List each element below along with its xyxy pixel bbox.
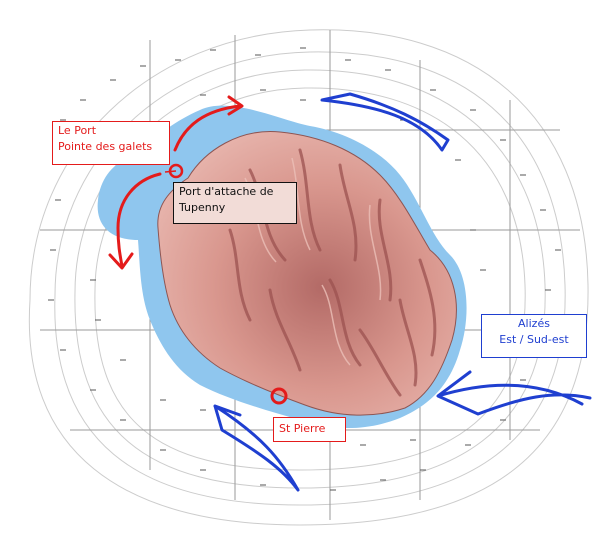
- le-port-label: Le Port Pointe des galets: [52, 121, 170, 165]
- trade-winds-label-line2: Est / Sud-est: [499, 333, 569, 346]
- route-arrow-south-icon: [116, 172, 162, 268]
- relief-shading: [228, 148, 437, 397]
- st-pierre-label-text: St Pierre: [279, 422, 326, 435]
- depth-soundings: [48, 47, 561, 491]
- route-arrow-north-head-icon: [227, 95, 244, 116]
- home-port-label-line2: Tupenny: [179, 201, 226, 214]
- st-pierre-marker-icon: [270, 387, 288, 405]
- le-port-leader-line: [164, 170, 177, 173]
- home-port-label-line1: Port d'attache de: [179, 185, 274, 198]
- wind-arrow-south-icon: [213, 404, 300, 492]
- trade-winds-label: Alizés Est / Sud-est: [481, 314, 587, 358]
- wind-arrow-north-icon: [320, 92, 450, 152]
- wind-arrow-east-icon: [436, 370, 592, 416]
- home-port-label: Port d'attache de Tupenny: [173, 182, 297, 224]
- route-arrow-north-icon: [173, 104, 242, 152]
- route-arrows: [108, 95, 244, 270]
- st-pierre-label: St Pierre: [273, 417, 346, 442]
- wind-arrows: [213, 92, 592, 492]
- route-arrow-south-head-icon: [108, 252, 134, 270]
- trade-winds-label-line1: Alizés: [518, 317, 550, 330]
- le-port-label-line1: Le Port: [58, 124, 97, 137]
- le-port-label-line2: Pointe des galets: [58, 140, 153, 153]
